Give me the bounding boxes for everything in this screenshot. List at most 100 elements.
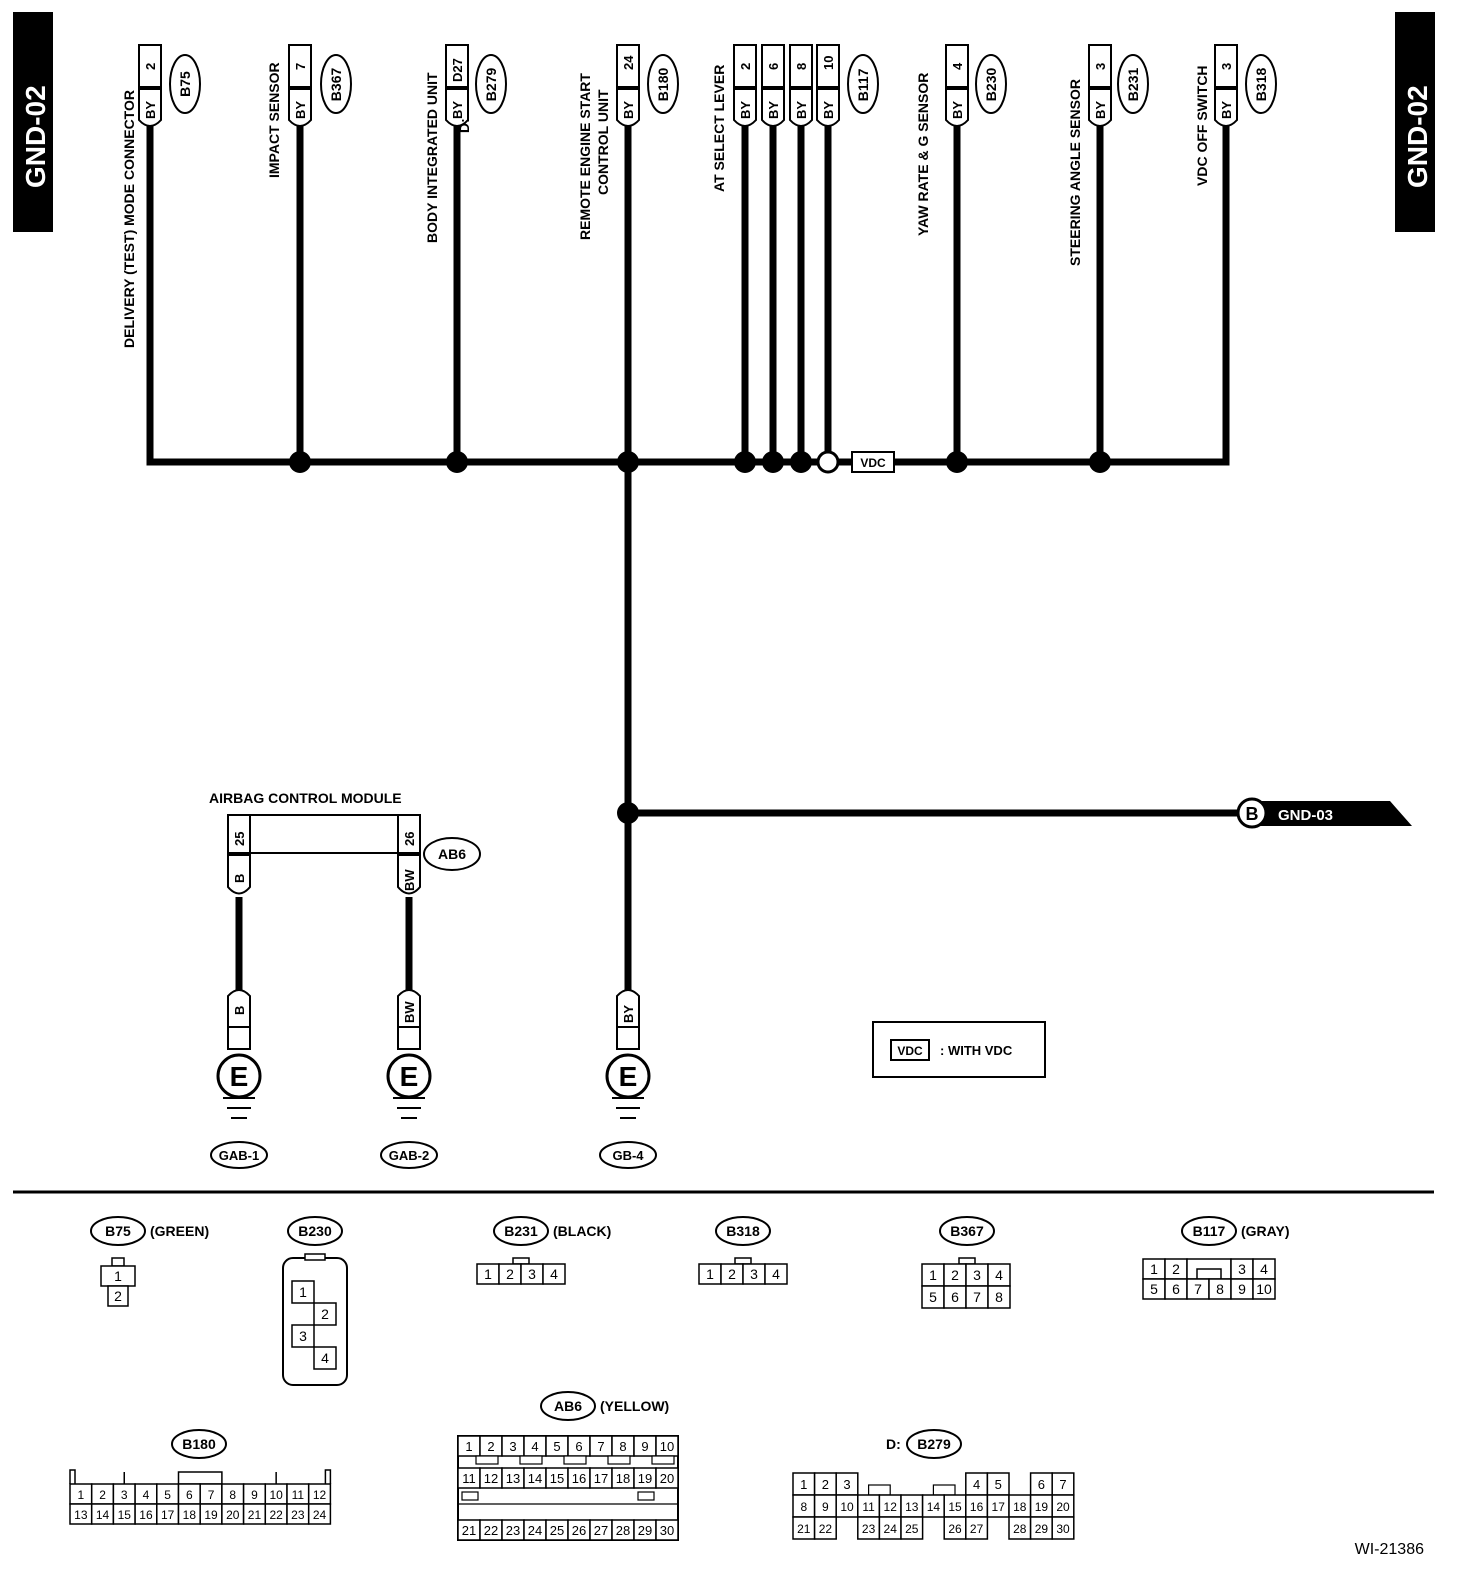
connector-callout xyxy=(975,54,1007,114)
pin-label: 10 xyxy=(269,1488,283,1502)
pin-label: 17 xyxy=(992,1500,1006,1514)
pin-number: 4 xyxy=(950,62,965,70)
pin-number: 7 xyxy=(293,63,308,70)
pin-label: 13 xyxy=(905,1500,919,1514)
pin-label: 21 xyxy=(797,1522,811,1536)
pin-number: 2 xyxy=(738,63,753,70)
component-label: REMOTE ENGINE START xyxy=(577,73,593,240)
pin-label: 8 xyxy=(619,1439,626,1454)
wire-color: BY xyxy=(143,101,158,119)
pin-label: 1 xyxy=(800,1477,807,1492)
pin-number: 6 xyxy=(766,63,781,70)
svg-text:25: 25 xyxy=(232,832,247,846)
pin-label: 30 xyxy=(1056,1522,1070,1536)
vdc-option-tag: VDC xyxy=(851,451,895,473)
pin-label: 4 xyxy=(550,1266,558,1282)
pin-label: 6 xyxy=(1038,1477,1045,1492)
pin-label: 6 xyxy=(1172,1281,1180,1297)
component-label: CONTROL UNIT xyxy=(595,89,611,195)
connector-code: B367 xyxy=(950,1223,984,1239)
pin-label: 2 xyxy=(114,1288,122,1304)
pin-label: 8 xyxy=(995,1289,1003,1305)
pin-label: 11 xyxy=(462,1471,476,1486)
pin-label: 4 xyxy=(321,1350,329,1366)
pin-label: 11 xyxy=(292,1488,305,1502)
wire-color: BY xyxy=(766,101,781,119)
pin-label: 7 xyxy=(208,1488,215,1502)
pin-label: 9 xyxy=(641,1439,648,1454)
connector-prefix: D: xyxy=(456,118,472,133)
pin-box xyxy=(816,44,840,88)
pin-label: 9 xyxy=(1238,1281,1246,1297)
wire-color: B xyxy=(232,1006,247,1015)
connector-callout xyxy=(647,54,679,114)
pin-label: 29 xyxy=(638,1523,652,1538)
connector-code: B231 xyxy=(504,1223,538,1239)
pin-label: 22 xyxy=(269,1508,283,1522)
component-label: STEERING ANGLE SENSOR xyxy=(1067,79,1083,266)
pin-box xyxy=(1214,44,1238,88)
pin-box xyxy=(789,44,813,88)
connector-code: B231 xyxy=(1125,68,1141,102)
pin-label: 26 xyxy=(572,1523,586,1538)
ground-bus xyxy=(146,458,1244,1004)
pin-label: 3 xyxy=(121,1488,128,1502)
pin-label: 4 xyxy=(531,1439,538,1454)
pin-label: 2 xyxy=(728,1266,736,1282)
component-label: IMPACT SENSOR xyxy=(266,62,282,178)
pin-label: 1 xyxy=(1150,1261,1158,1277)
wire-color-tag xyxy=(397,854,421,895)
connector-code: B75 xyxy=(105,1223,131,1239)
svg-text:GND-02: GND-02 xyxy=(1402,85,1433,188)
pin-label: 17 xyxy=(594,1471,608,1486)
pin-label: 28 xyxy=(616,1523,630,1538)
connector-code: B117 xyxy=(1193,1223,1226,1239)
wire-color-tag xyxy=(761,88,785,127)
pin-label: 15 xyxy=(118,1508,132,1522)
pin-label: 7 xyxy=(1059,1477,1066,1492)
pin-label: 8 xyxy=(1216,1281,1224,1297)
wire-color: BY xyxy=(1219,101,1234,119)
pin-label: 27 xyxy=(970,1522,984,1536)
pin-label: 12 xyxy=(884,1500,898,1514)
pin-label: 1 xyxy=(706,1266,714,1282)
pin-label: 1 xyxy=(78,1488,85,1502)
pin-label: 3 xyxy=(750,1266,758,1282)
pin-label: 24 xyxy=(528,1523,542,1538)
pin-label: 4 xyxy=(772,1266,780,1282)
connector-callout xyxy=(1245,54,1277,114)
pin-label: 14 xyxy=(927,1500,941,1514)
connector-prefix: D: xyxy=(886,1436,901,1452)
pin-number: 24 xyxy=(621,55,636,70)
svg-text:B: B xyxy=(1246,804,1259,824)
connector-callout xyxy=(90,1216,146,1246)
pin-label: 18 xyxy=(616,1471,630,1486)
pin-label: 4 xyxy=(143,1488,150,1502)
ab6-connector-callout xyxy=(423,837,481,871)
pin-label: 21 xyxy=(248,1508,262,1522)
pin-label: 18 xyxy=(1013,1500,1027,1514)
connector-callout xyxy=(171,1429,227,1459)
pin-label: 5 xyxy=(929,1289,937,1305)
pin-label: 8 xyxy=(229,1488,236,1502)
pin-box xyxy=(288,44,312,88)
pin-label: 19 xyxy=(204,1508,218,1522)
pin-label: 3 xyxy=(509,1439,516,1454)
pin-label: 20 xyxy=(226,1508,240,1522)
pin-label: 5 xyxy=(164,1488,171,1502)
connector-color: (YELLOW) xyxy=(600,1398,669,1414)
ground-name-callout xyxy=(599,1141,657,1169)
wire-color-tag xyxy=(138,88,162,127)
pin-label: 2 xyxy=(951,1267,959,1283)
section-tab-right: GND-02 xyxy=(1395,12,1435,232)
svg-text:GND-02: GND-02 xyxy=(20,85,51,188)
